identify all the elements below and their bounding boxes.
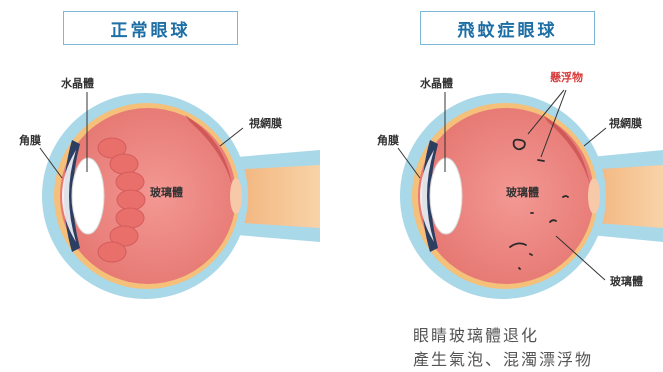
optic-disc: [588, 178, 600, 214]
label-vitreous: 玻璃體: [150, 187, 183, 198]
label-lens: 水晶體: [61, 78, 94, 89]
label-retina: 視網膜: [609, 118, 642, 129]
optic-disc: [230, 178, 242, 214]
label-cornea: 角膜: [19, 135, 41, 146]
floater-dot: [519, 268, 520, 269]
label-vitreous-center: 玻璃體: [506, 187, 539, 198]
label-floaters: 懸浮物: [550, 72, 583, 83]
floater-strand: [538, 160, 544, 161]
label-retina: 視網膜: [249, 118, 282, 129]
floater-strand: [563, 196, 568, 197]
label-cornea: 角膜: [377, 135, 399, 146]
caption-line-1: 眼睛玻璃體退化: [413, 322, 539, 346]
lens: [430, 158, 462, 234]
lens: [72, 158, 104, 234]
label-vitreous-pointer: 玻璃體: [610, 276, 643, 287]
caption-line-2: 產生氣泡、混濁漂浮物: [413, 346, 593, 370]
label-lens: 水晶體: [420, 78, 453, 89]
floater-dot: [530, 254, 532, 255]
